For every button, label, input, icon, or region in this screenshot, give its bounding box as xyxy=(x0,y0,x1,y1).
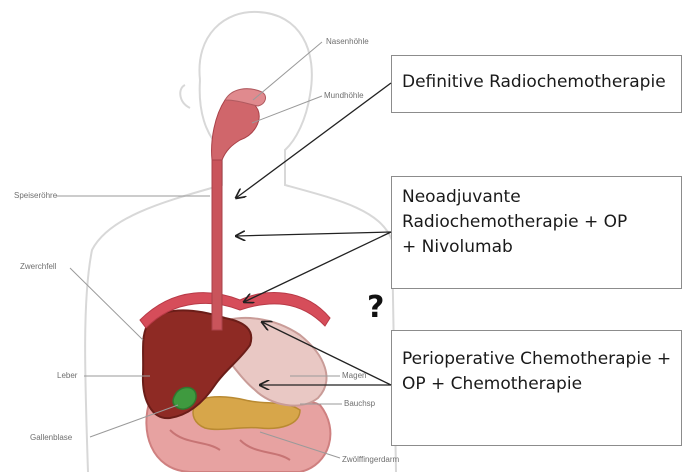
pharynx xyxy=(212,96,260,160)
label-zwerchfell: Zwerchfell xyxy=(20,262,56,271)
box-neoadjuvant-line-3: + Nivolumab xyxy=(402,235,627,260)
box-perioperative-line-2: OP + Chemotherapie xyxy=(402,372,671,397)
label-bauchsp: Bauchsp xyxy=(344,399,375,408)
box-neoadjuvant-line-1: Neoadjuvante xyxy=(402,185,627,210)
label-nasenhoehle: Nasenhöhle xyxy=(326,37,369,46)
esophagus xyxy=(212,160,222,330)
box-perioperative-line-1: Perioperative Chemotherapie + xyxy=(402,347,671,372)
box-perioperative-therapy: Perioperative Chemotherapie + OP + Chemo… xyxy=(391,330,682,446)
box-definitive-therapy: Definitive Radiochemotherapie xyxy=(391,55,682,113)
label-speiseroehre: Speiseröhre xyxy=(14,191,57,200)
label-zwoelffingerdarm: Zwölffingerdarm xyxy=(342,455,399,464)
box-definitive-line-1: Definitive Radiochemotherapie xyxy=(402,70,666,95)
box-neoadjuvant-line-2: Radiochemotherapie + OP xyxy=(402,210,627,235)
question-mark: ? xyxy=(367,290,384,325)
label-gallenblase: Gallenblase xyxy=(30,433,72,442)
box-neoadjuvant-therapy: Neoadjuvante Radiochemotherapie + OP + N… xyxy=(391,176,682,289)
label-magen: Magen xyxy=(342,371,366,380)
label-mundhoehle: Mundhöhle xyxy=(324,91,364,100)
label-leber: Leber xyxy=(57,371,77,380)
